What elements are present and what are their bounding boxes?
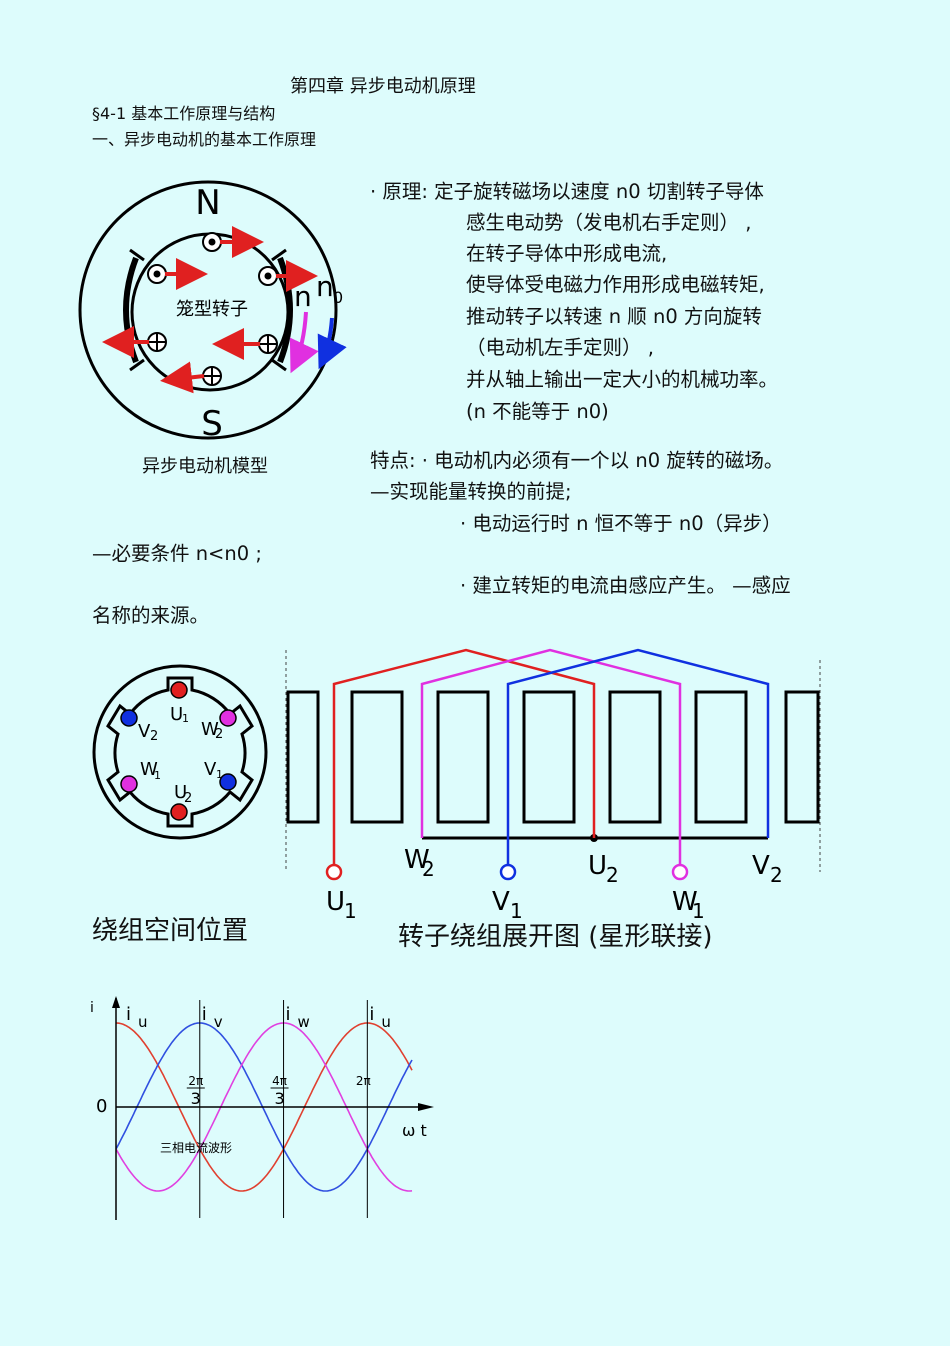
label-w1: W [140, 759, 158, 780]
rw-label-u2: U [588, 851, 607, 881]
tick-label-den-1: 3 [274, 1089, 284, 1108]
speed-n0-sub: 0 [333, 288, 343, 307]
series-label-sub-0: u [138, 1013, 148, 1031]
series-label-sub-1: v [214, 1013, 223, 1031]
speed-n0-label: n [316, 270, 334, 303]
rotor-winding-caption: 转子绕组展开图 (星形联接) [398, 922, 713, 952]
series-label-sub-3: u [381, 1013, 391, 1031]
tick-label-den-0: 3 [191, 1089, 201, 1108]
rw-label-v2: V [752, 851, 770, 881]
rw-label-w2: W [404, 845, 430, 875]
svg-text:2: 2 [215, 727, 223, 742]
speed-n-label: n [294, 280, 312, 313]
svg-text:1: 1 [216, 768, 223, 781]
principle-line-8: (n 不能等于 n0) [466, 400, 609, 423]
series-label-sub-2: w [298, 1013, 310, 1031]
field-speed-arrow [317, 317, 347, 370]
motor-model-diagram: N S 笼型转子 n n 0 [78, 180, 347, 444]
force-arrows [102, 226, 318, 394]
features-line-2: —实现能量转换的前提; [370, 480, 572, 503]
phase-v-winding [506, 648, 770, 872]
features-line-6: 名称的来源。 [92, 604, 210, 627]
series-label-2: i [286, 1004, 291, 1025]
principle-line-4: 使导体受电磁力作用形成电磁转矩, [466, 273, 765, 296]
rotor-slots [286, 690, 820, 824]
label-v1: V [204, 759, 217, 780]
svg-text:2: 2 [770, 863, 783, 887]
series-label-0: i [126, 1004, 131, 1025]
svg-text:1: 1 [182, 712, 189, 725]
label-v2: V [138, 721, 151, 742]
principle-line-7: 并从轴上输出一定大小的机械功率。 [466, 368, 779, 391]
section-title: §4-1 基本工作原理与结构 [92, 104, 276, 123]
label-u2: U [174, 782, 187, 803]
features-line-3: · 电动运行时 n 恒不等于 n0（异步） [460, 512, 782, 535]
tick-label-num-2: 2π [356, 1074, 371, 1088]
svg-text:1: 1 [154, 769, 161, 782]
phase-u-winding [332, 648, 596, 872]
principle-line-6: （电动机左手定则） , [466, 336, 654, 359]
phase-w-winding [420, 648, 682, 872]
principle-line-2: 感生电动势（发电机右手定则） , [466, 211, 752, 234]
features-line-5: · 建立转矩的电流由感应产生。 —感应 [460, 574, 791, 597]
features-line-4: —必要条件 n<n0 ; [92, 542, 262, 565]
svg-text:1: 1 [344, 899, 357, 923]
motor-model-caption: 异步电动机模型 [142, 456, 268, 477]
pole-shoe-right [277, 256, 293, 364]
south-label: S [201, 404, 223, 444]
winding-position-diagram: U 1 V 2 W 2 W 1 V 1 U 2 [92, 664, 268, 840]
north-label: N [195, 183, 220, 223]
principle-line-1: · 原理: 定子旋转磁场以速度 n0 切割转子导体 [370, 180, 764, 203]
svg-text:1: 1 [510, 899, 523, 923]
svg-text:2: 2 [150, 729, 158, 744]
series-0-line [115, 1022, 413, 1192]
principle-line-5: 推动转子以转速 n 顺 n0 方向旋转 [466, 305, 762, 328]
rotor-label: 笼型转子 [176, 299, 248, 320]
y-axis-label: i [90, 1000, 94, 1016]
rw-label-v1: V [492, 887, 510, 917]
stator-outer-ring [78, 180, 338, 440]
chart-title: 三相电流波形 [160, 1141, 232, 1155]
waveform-curves [115, 1022, 413, 1192]
label-w2: W [201, 719, 219, 740]
series-2-line [115, 1022, 413, 1192]
rotor-winding-diagram: W 2 U 2 V 2 U 1 V 1 W 1 [285, 648, 821, 923]
chapter-title: 第四章 异步电动机原理 [290, 76, 476, 97]
origin-label: 0 [96, 1096, 107, 1117]
svg-text:1: 1 [692, 899, 705, 923]
rw-label-w1: W [672, 887, 698, 917]
winding-position-caption: 绕组空间位置 [92, 916, 249, 946]
series-label-1: i [202, 1004, 207, 1025]
label-u1: U [170, 704, 183, 725]
rw-label-u1: U [326, 887, 345, 917]
subsection-title: 一、异步电动机的基本工作原理 [92, 130, 317, 149]
svg-text:2: 2 [422, 857, 435, 881]
tick-label-num-1: 4π [272, 1074, 287, 1088]
svg-text:2: 2 [184, 791, 192, 806]
svg-text:2: 2 [606, 863, 619, 887]
series-1-line [115, 1022, 413, 1192]
rotor-speed-arrow [289, 311, 319, 374]
principle-line-3: 在转子导体中形成电流, [466, 242, 668, 265]
x-axis-label: ω t [402, 1121, 427, 1140]
features-line-1: 特点: · 电动机内必须有一个以 n0 旋转的磁场。 [370, 449, 784, 472]
tick-label-num-0: 2π [188, 1074, 203, 1088]
series-label-3: i [369, 1004, 374, 1025]
